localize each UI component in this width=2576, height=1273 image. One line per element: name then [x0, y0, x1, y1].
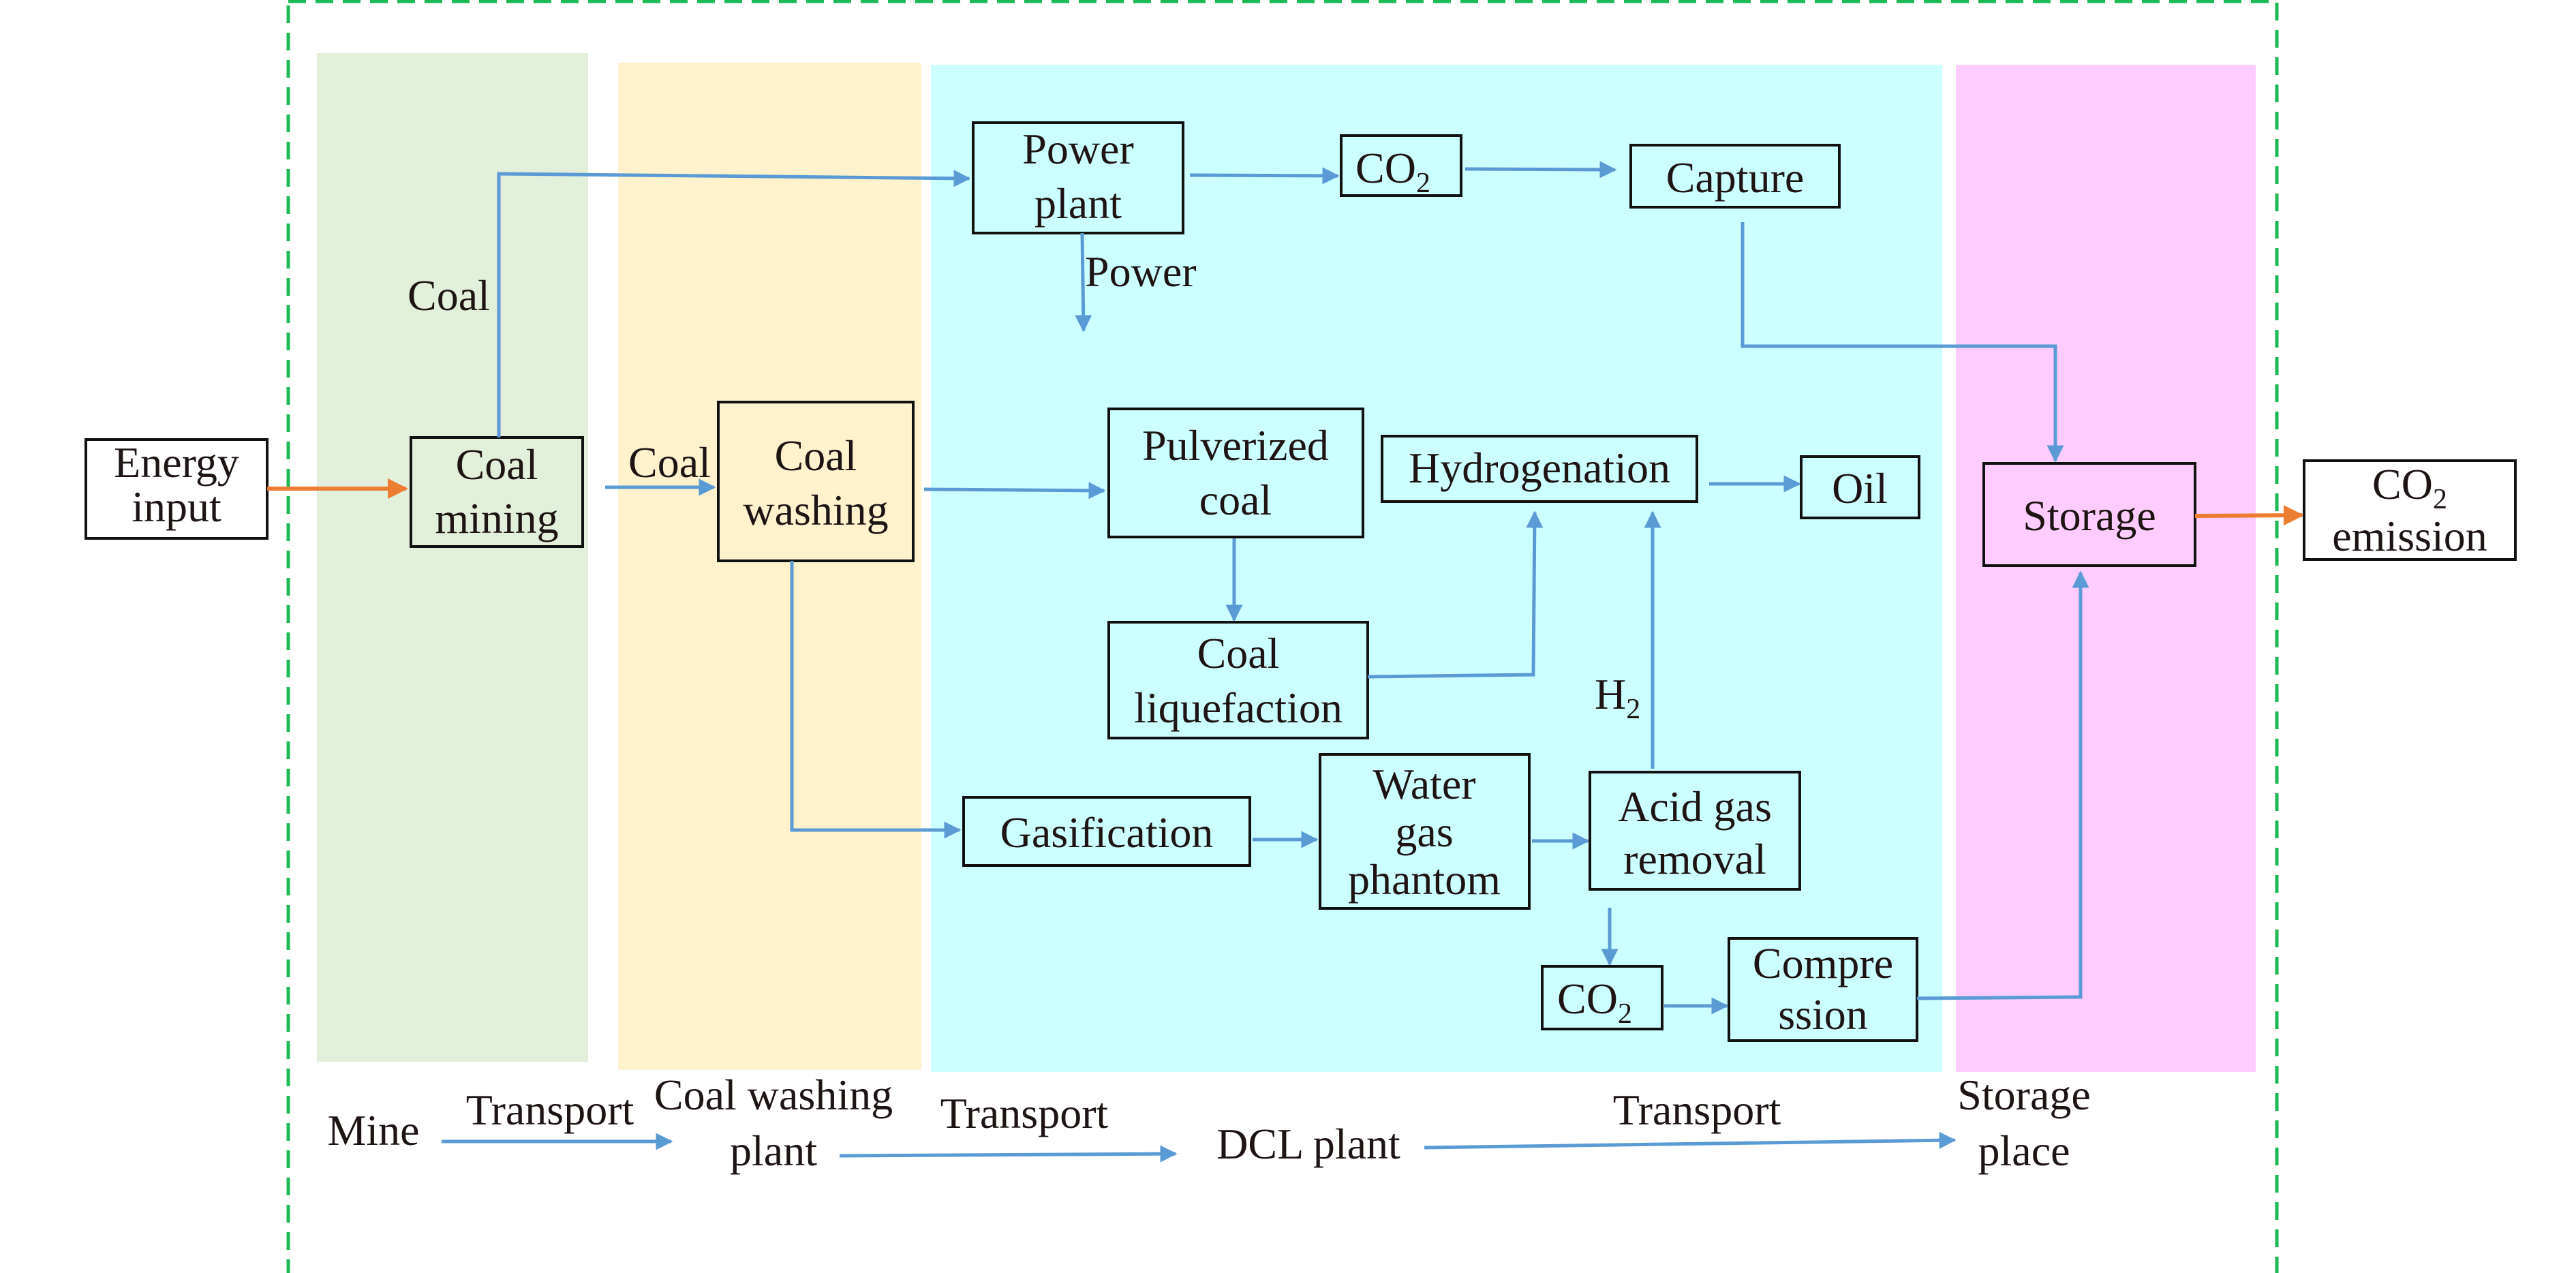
stage-transport-2: Transport	[940, 1089, 1109, 1137]
liquefaction-to-hydrogenation-arrow	[1367, 510, 1544, 679]
stage-dcl-plant: DCL plant	[1216, 1120, 1400, 1168]
pulverized-coal-node: Pulverized coal	[1107, 408, 1364, 538]
stage-washing-plant-1: Coal washing	[654, 1071, 893, 1119]
storage-node: Storage	[1982, 462, 2196, 567]
stage-storage-place-2: place	[1978, 1126, 2070, 1175]
compression-label-2: ssion	[1778, 990, 1868, 1039]
transport-2-arrow	[839, 1145, 1178, 1163]
power-plant-node: Power plant	[972, 121, 1184, 234]
stage-washing-plant-2: plant	[730, 1126, 817, 1175]
coal-right-label: Coal	[628, 438, 711, 487]
acid-gas-label-2: removal	[1623, 835, 1766, 883]
oil-node: Oil	[1800, 455, 1920, 519]
capture-node: Capture	[1629, 144, 1841, 209]
co2-emission-subscript: 2	[2433, 484, 2447, 515]
coal-liquefaction-label-2: liquefaction	[1134, 684, 1343, 732]
coal-washing-label-1: Coal	[775, 431, 857, 480]
mine-zone	[317, 53, 588, 1062]
transport-3-arrow	[1424, 1131, 1957, 1150]
co2-top-subscript: 2	[1416, 168, 1430, 199]
compression-label-1: Compre	[1753, 939, 1893, 987]
acid-gas-removal-node: Acid gas removal	[1589, 771, 1801, 891]
gasification-node: Gasification	[962, 796, 1251, 867]
coal-liquefaction-node: Coal liquefaction	[1107, 621, 1369, 739]
power-label: Power	[1085, 247, 1197, 296]
svg-text:H2: H2	[1595, 670, 1640, 725]
pulverized-coal-label-1: Pulverized	[1142, 421, 1329, 470]
co2-emission-node: CO2 emission	[2303, 459, 2517, 561]
energy-input-label-2: input	[132, 482, 221, 531]
power-plant-label-2: plant	[1034, 179, 1122, 228]
system-boundary	[286, 0, 2279, 1273]
energy-input-label-1: Energy	[114, 438, 239, 487]
coal-washing-label-2: washing	[743, 486, 888, 534]
water-gas-label-1: Water	[1373, 760, 1475, 808]
capture-label: Capture	[1666, 153, 1805, 202]
co2-bottom-subscript: 2	[1618, 998, 1632, 1030]
coal-washing-node: Coal washing	[717, 401, 915, 562]
co2-to-capture-arrow	[1465, 161, 1617, 179]
stage-transport-1: Transport	[466, 1086, 634, 1134]
washing-zone	[618, 63, 921, 1070]
power-to-co2-arrow	[1189, 167, 1340, 185]
coal-mining-label-1: Coal	[456, 440, 538, 489]
storage-label: Storage	[2023, 491, 2156, 540]
h2-label: H	[1595, 670, 1626, 718]
storage-emission-arrow	[2194, 505, 2304, 526]
svg-text:CO2: CO2	[1355, 144, 1430, 199]
coal-mining-label-2: mining	[435, 494, 558, 542]
storage-zone	[1956, 65, 2256, 1072]
co2-emission-label: CO	[2372, 460, 2433, 508]
coal-to-power-arrow	[497, 170, 971, 438]
capture-to-storage-arrow	[1741, 222, 2064, 463]
hydrogenation-label: Hydrogenation	[1409, 444, 1670, 492]
washing-to-gasification-arrow	[790, 561, 962, 839]
compression-node: Compre ssion	[1728, 937, 1918, 1042]
svg-text:CO2: CO2	[2372, 460, 2447, 515]
co2-bottom-label: CO	[1557, 975, 1618, 1023]
compression-to-storage-arrow	[1916, 570, 2089, 1000]
power-plant-label-1: Power	[1022, 125, 1134, 173]
coal-liquefaction-label-1: Coal	[1197, 629, 1280, 677]
stage-mine: Mine	[327, 1106, 419, 1154]
stage-storage-place-1: Storage	[1957, 1071, 2091, 1119]
oil-label: Oil	[1832, 464, 1888, 512]
water-gas-node: Water gas phantom	[1319, 753, 1531, 910]
water-gas-label-2: gas	[1395, 808, 1453, 856]
coal-mining-node: Coal mining	[410, 436, 584, 548]
washing-to-pulverized-arrow	[923, 482, 1106, 500]
stage-transport-3: Transport	[1613, 1086, 1781, 1134]
pulverized-coal-label-2: coal	[1199, 476, 1272, 524]
h2-subscript: 2	[1626, 694, 1640, 725]
co2-top-label: CO	[1355, 144, 1416, 192]
co2-emission-label-2: emission	[2332, 512, 2487, 560]
acid-gas-label-1: Acid gas	[1618, 782, 1772, 831]
co2-bottom-node: CO2	[1541, 965, 1663, 1030]
coal-up-label: Coal	[408, 271, 490, 320]
hydrogenation-node: Hydrogenation	[1381, 435, 1698, 503]
co2-top-node: CO2	[1340, 134, 1462, 199]
svg-text:CO2: CO2	[1557, 975, 1632, 1030]
gasification-label: Gasification	[1000, 808, 1214, 857]
power-output-arrow	[1075, 232, 1092, 333]
water-gas-label-3: phantom	[1348, 855, 1501, 904]
energy-input-node: Energy input	[85, 438, 269, 540]
